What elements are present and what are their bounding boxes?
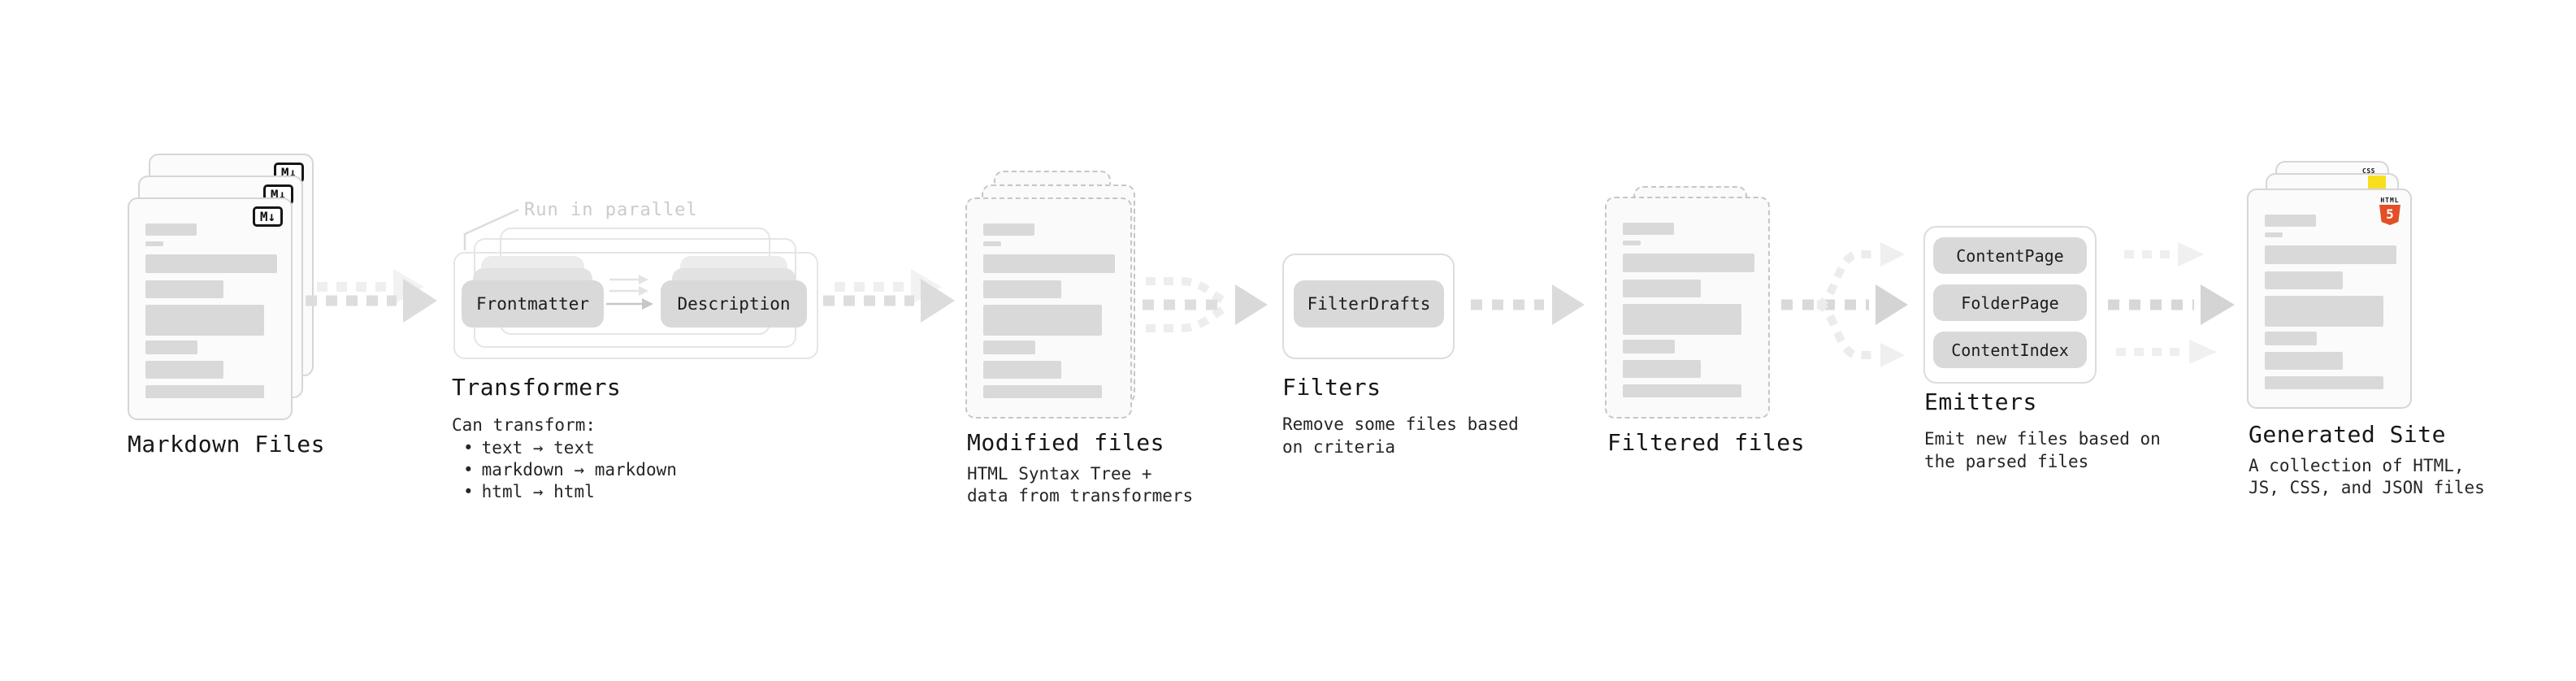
filters-label: Filters xyxy=(1282,374,1381,401)
arrow-transformers-to-modified xyxy=(823,269,955,323)
node-modified-files xyxy=(965,171,1152,439)
js-icon xyxy=(2368,176,2386,189)
bullet-dot: • xyxy=(463,438,474,458)
filtered-file-card-front xyxy=(1605,197,1770,419)
text-line-bar xyxy=(2265,245,2396,264)
note-line: Remove some files based xyxy=(1282,414,1519,434)
text-line-bar xyxy=(983,223,1034,236)
pill-label: FolderPage xyxy=(1961,293,2059,313)
emitter-pill-contentindex: ContentIndex xyxy=(1933,332,2087,368)
emitter-pill-folderpage: FolderPage xyxy=(1933,284,2087,321)
modified-files-note: HTML Syntax Tree + data from transformer… xyxy=(967,463,1193,507)
markdown-files-label: Markdown Files xyxy=(128,431,326,458)
html-file-card: HTML 5 xyxy=(2247,189,2412,409)
run-in-parallel-callout-line xyxy=(463,208,519,250)
text-line-bar xyxy=(983,254,1115,273)
html5-shield: 5 xyxy=(2379,205,2400,225)
markdown-icon: M↓ xyxy=(253,206,283,227)
emitters-label: Emitters xyxy=(1924,388,2037,415)
note-line: JS, CSS, and JSON files xyxy=(2249,478,2485,497)
text-line-bar xyxy=(1623,384,1741,397)
text-line-bar xyxy=(983,280,1061,298)
arrows-emitters-to-site xyxy=(2108,242,2235,364)
text-line-bar xyxy=(145,340,197,354)
generated-site-label: Generated Site xyxy=(2249,421,2447,448)
pill-label: Description xyxy=(677,294,791,314)
text-line-bar xyxy=(1623,223,1674,235)
node-generated-site: CSS HTML 5 xyxy=(2247,161,2438,429)
bullet-text: markdown → markdown xyxy=(481,460,677,479)
text-line-bar xyxy=(145,254,277,273)
html5-icon: HTML 5 xyxy=(2378,197,2402,225)
text-line-bar xyxy=(1623,304,1741,335)
transformers-label: Transformers xyxy=(452,374,622,401)
bullet-text: text → text xyxy=(481,438,595,458)
text-line-bar xyxy=(1623,241,1641,245)
node-filtered-files xyxy=(1605,186,1784,438)
text-line-bar xyxy=(2265,215,2316,227)
text-line-bar xyxy=(983,361,1061,379)
arrow-modified-to-filters-merge xyxy=(1143,277,1268,332)
filter-pill-filterdrafts: FilterDrafts xyxy=(1294,280,1444,327)
node-markdown-files: M↓ M↓ M↓ xyxy=(128,154,314,430)
text-line-bar xyxy=(983,305,1102,336)
text-line-bar xyxy=(2265,232,2283,237)
markdown-file-card-front: M↓ xyxy=(128,197,293,420)
note-line: data from transformers xyxy=(967,486,1194,505)
text-line-bar xyxy=(145,241,163,246)
arrow-markdown-to-transformers xyxy=(306,269,437,323)
css-wordmark: CSS xyxy=(2362,167,2375,175)
modified-files-label: Modified files xyxy=(967,429,1165,456)
bullet-item: • text → text xyxy=(463,437,677,459)
transformer-pill-description: Description xyxy=(661,280,807,327)
text-line-bar xyxy=(2265,376,2383,389)
transformers-note-heading: Can transform: xyxy=(452,415,596,435)
text-line-bar xyxy=(2265,352,2343,370)
mini-arrows-frontmatter-to-description xyxy=(606,275,653,310)
bullet-item: • markdown → markdown xyxy=(463,459,677,481)
text-line-bar xyxy=(983,241,1001,246)
text-line-bar xyxy=(1623,280,1701,297)
note-line: the parsed files xyxy=(1924,452,2089,471)
text-line-bar xyxy=(145,385,264,398)
transformers-bullet-list: • text → text • markdown → markdown • html … xyxy=(463,437,677,503)
note-line: Emit new files based on xyxy=(1924,429,2161,449)
text-line-bar xyxy=(2265,271,2343,289)
text-line-bar xyxy=(145,280,223,298)
transformers-box-front xyxy=(453,252,818,359)
text-line-bar xyxy=(1623,340,1675,354)
modified-file-card-front xyxy=(965,197,1132,419)
text-line-bar xyxy=(145,223,197,236)
filters-note: Remove some files based on criteria xyxy=(1282,413,1519,458)
html5-wordmark: HTML xyxy=(2380,197,2400,204)
text-line-bar xyxy=(145,361,223,379)
text-line-bar xyxy=(983,385,1102,398)
bullet-dot: • xyxy=(463,460,474,479)
pill-label: ContentPage xyxy=(1956,245,2064,266)
bullet-item: • html → html xyxy=(463,481,677,503)
text-line-bar xyxy=(145,305,264,336)
generated-site-note: A collection of HTML, JS, CSS, and JSON … xyxy=(2249,455,2485,499)
arrow-filters-to-filtered xyxy=(1471,284,1585,325)
note-line: HTML Syntax Tree + xyxy=(967,464,1152,484)
filtered-files-label: Filtered files xyxy=(1607,429,1806,456)
pill-label: Frontmatter xyxy=(475,294,590,314)
text-line-bar xyxy=(2265,332,2317,345)
text-line-bar xyxy=(1623,254,1754,272)
run-in-parallel-annotation: Run in parallel xyxy=(524,200,698,220)
note-line: on criteria xyxy=(1282,437,1396,457)
text-line-bar xyxy=(2265,296,2383,327)
bullet-dot: • xyxy=(463,482,474,501)
pill-label: FilterDrafts xyxy=(1307,294,1431,314)
emitters-note: Emit new files based on the parsed files xyxy=(1924,427,2161,473)
emitter-pill-contentpage: ContentPage xyxy=(1933,237,2087,274)
bullet-text: html → html xyxy=(481,482,595,501)
arrow-filtered-to-emitters-split xyxy=(1781,242,1908,367)
note-line: A collection of HTML, xyxy=(2249,456,2465,475)
text-line-bar xyxy=(1623,360,1701,378)
transformer-pill-frontmatter: Frontmatter xyxy=(462,280,604,327)
text-line-bar xyxy=(983,340,1035,354)
pill-label: ContentIndex xyxy=(1951,340,2069,360)
